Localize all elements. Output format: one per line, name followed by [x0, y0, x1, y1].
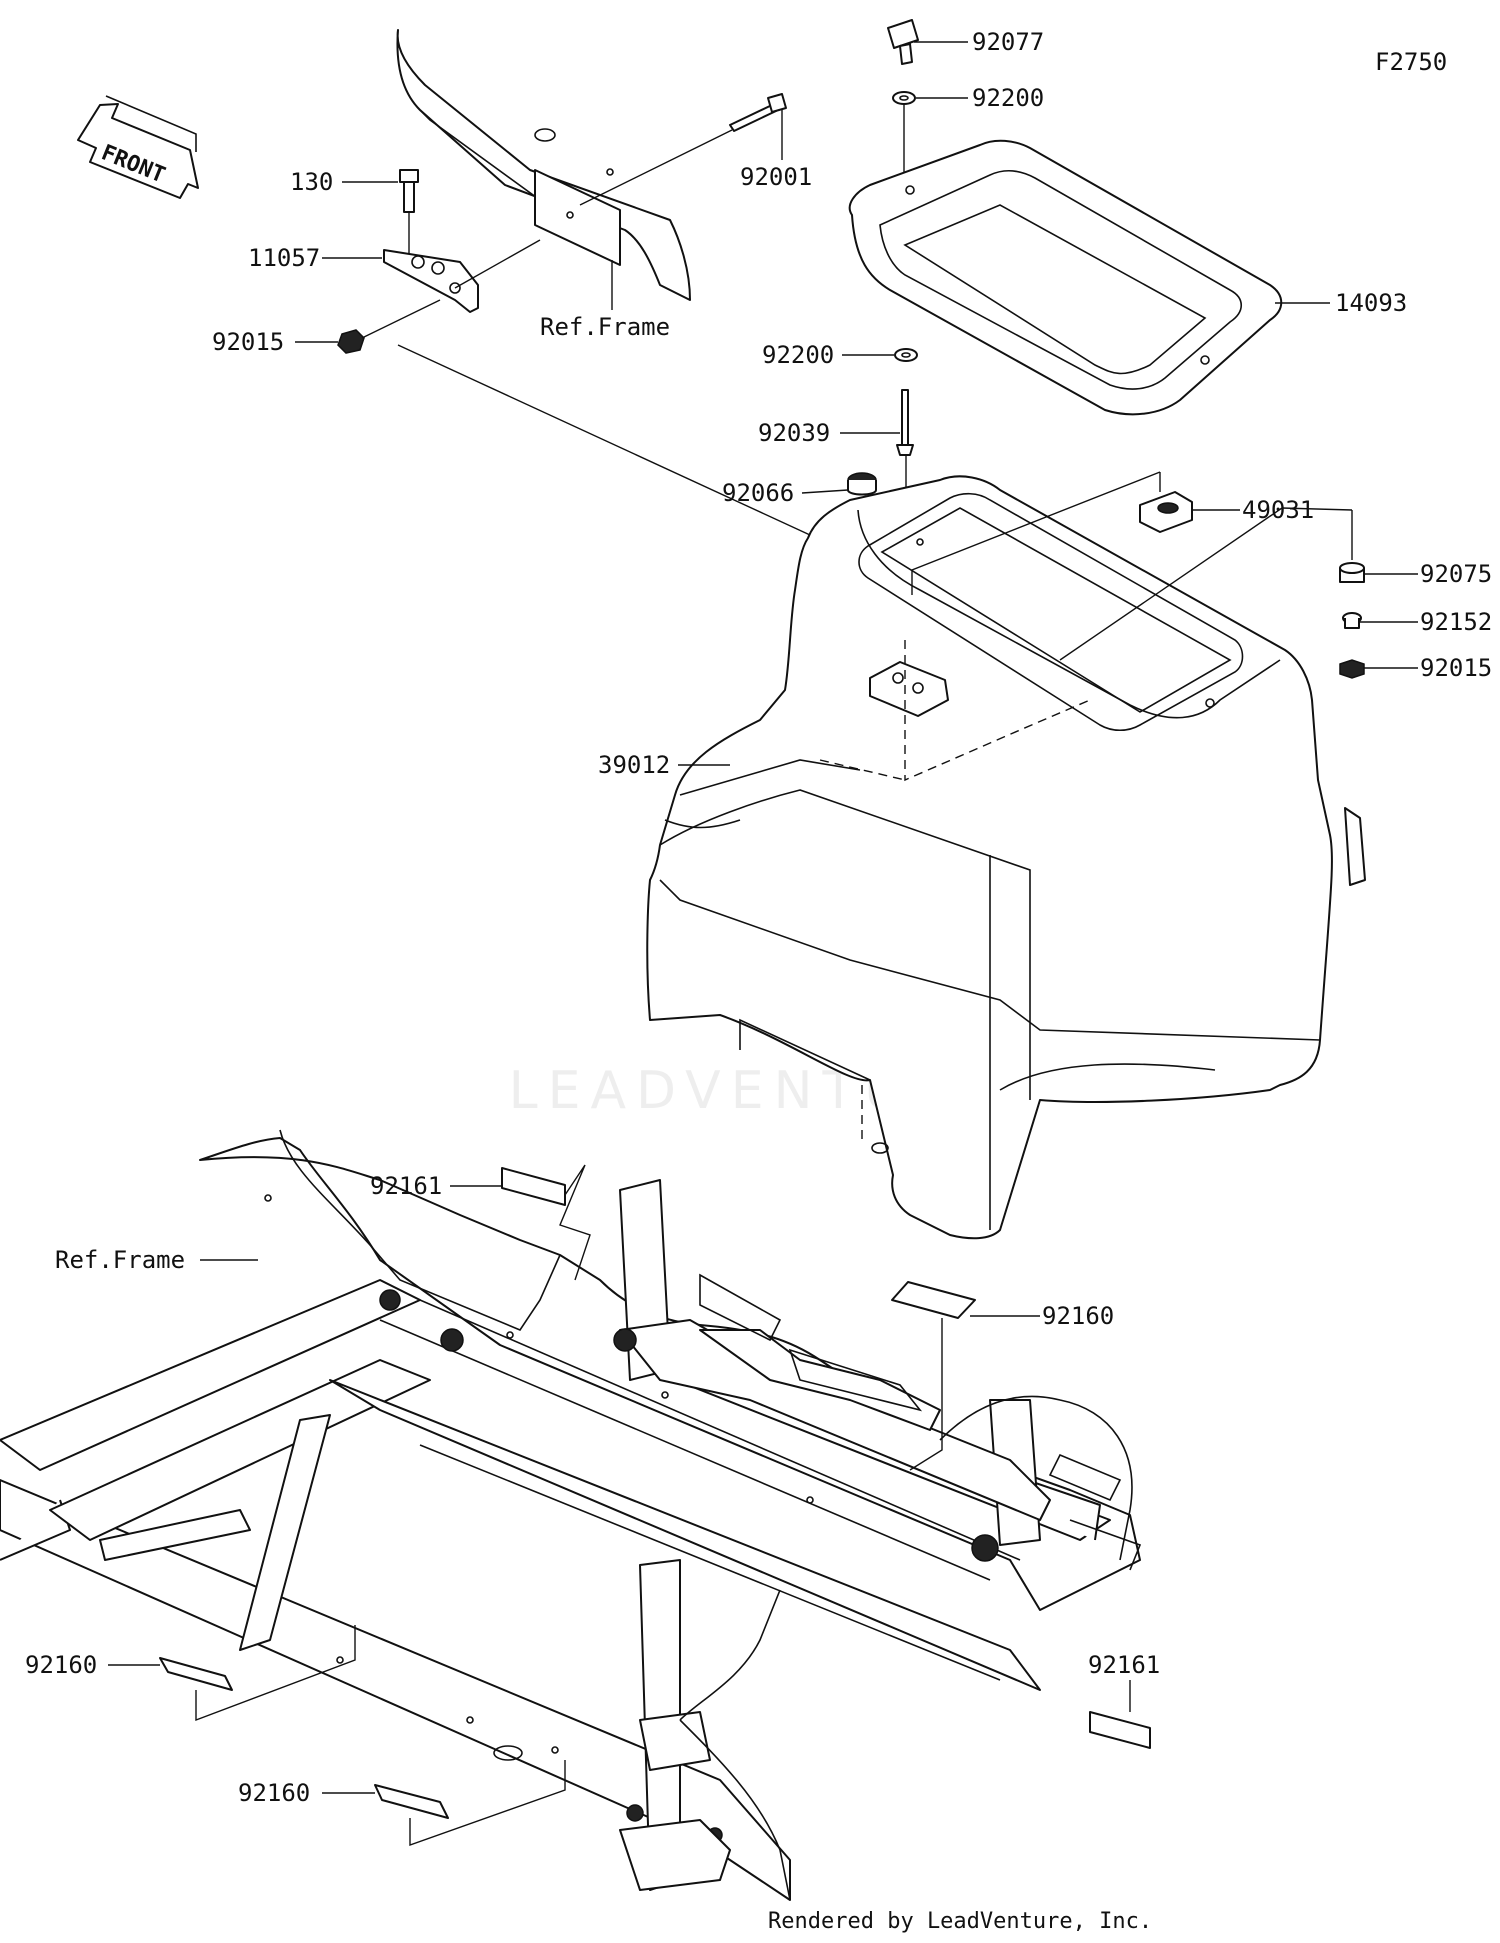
key-92077 — [887, 19, 919, 65]
pad-92161-right — [1089, 1711, 1151, 1749]
callout-11057: 11057 — [248, 244, 320, 272]
callout-92160-bottom: 92160 — [238, 1779, 310, 1807]
ref-frame-top — [396, 29, 691, 301]
ref-frame-top-label: Ref.Frame — [540, 313, 670, 341]
callout-130: 130 — [290, 168, 333, 196]
ref-frame-bottom — [0, 1129, 1142, 1901]
callout-92161-top: 92161 — [370, 1172, 442, 1200]
callout-92015-right: 92015 — [1420, 654, 1492, 682]
callout-92200-lower: 92200 — [762, 341, 834, 369]
callout-92200-top: 92200 — [972, 84, 1044, 112]
callouts: 92077 92200 92001 130 11057 92015 Ref.Fr… — [25, 28, 1492, 1807]
callout-39012: 39012 — [598, 751, 670, 779]
pad-92160-left — [159, 1625, 356, 1722]
latch-49031 — [911, 471, 1193, 595]
leader-hardware-to-box — [1059, 507, 1283, 661]
washer-92200-top — [892, 91, 916, 185]
box-39012 — [646, 475, 1366, 1240]
callout-92001: 92001 — [740, 163, 812, 191]
pad-92160-bottom — [374, 1760, 566, 1846]
lid-14093 — [848, 139, 1283, 416]
callout-92039: 92039 — [758, 419, 830, 447]
callout-92161-right: 92161 — [1088, 1651, 1160, 1679]
callout-92066: 92066 — [722, 479, 794, 507]
washer-92200-lower — [894, 348, 918, 362]
grommet-92075 — [1281, 507, 1365, 583]
callout-92160-mid: 92160 — [1042, 1302, 1114, 1330]
credit-text: Rendered by LeadVenture, Inc. — [768, 1909, 1152, 1934]
callout-14093: 14093 — [1335, 289, 1407, 317]
callout-92075: 92075 — [1420, 560, 1492, 588]
bracket-11057 — [383, 239, 541, 313]
diagram-code: F2750 — [1375, 48, 1447, 76]
leader-bracket-to-box — [397, 344, 811, 536]
bolt-92001 — [579, 93, 787, 206]
callout-49031: 49031 — [1242, 496, 1314, 524]
nut-92015-right — [1339, 659, 1365, 679]
pad-92160-mid — [891, 1281, 976, 1471]
callout-92015-left: 92015 — [212, 328, 284, 356]
pad-92161-top — [501, 1164, 591, 1281]
callout-92152: 92152 — [1420, 608, 1492, 636]
callout-92077: 92077 — [972, 28, 1044, 56]
nut-92015-left — [337, 299, 441, 354]
collar-92152 — [1342, 612, 1362, 629]
bolt-130 — [399, 169, 419, 255]
front-arrow: FRONT — [77, 95, 199, 199]
ref-frame-bottom-label: Ref.Frame — [55, 1246, 185, 1274]
callout-92160-left: 92160 — [25, 1651, 97, 1679]
